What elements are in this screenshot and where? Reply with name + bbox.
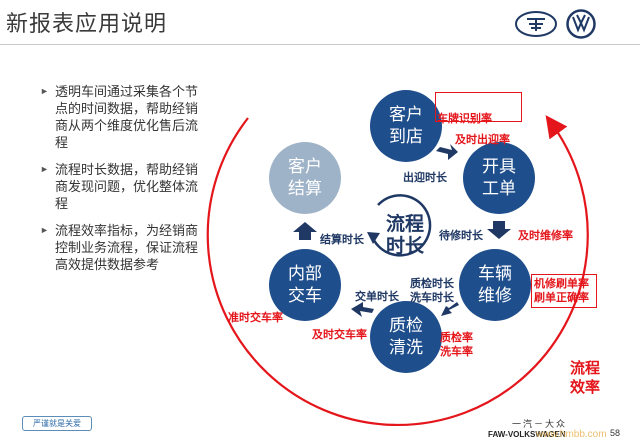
bullet-text: 流程效率指标，为经销商控制业务流程，保证流程高效提供数据参考 <box>55 223 199 272</box>
rate-text: 质检率 <box>440 332 473 344</box>
node-internal-handover-label: 内部 交车 <box>270 263 340 307</box>
faw-logo-icon <box>515 11 557 37</box>
arrow-handover-to-settlement <box>293 222 317 240</box>
bullet-list: ► 透明车间通过采集各个节点的时间数据，帮助经销商从两个维度优化售后流程 ► 流程时… <box>40 83 205 283</box>
duration-settlement: 结算时长 <box>320 234 364 246</box>
node-text: 内部 <box>288 264 322 283</box>
duration-handover: 交单时长 <box>355 291 399 303</box>
node-text: 到店 <box>389 127 423 146</box>
node-work-order <box>463 142 535 214</box>
page-title: 新报表应用说明 <box>6 11 168 36</box>
arrow-qc-to-handover <box>351 302 374 317</box>
process-efficiency-label: 流程 效率 <box>570 359 610 397</box>
page-number: 58 <box>610 428 621 438</box>
rate-plate-recognition: 车牌识别率 <box>437 113 492 125</box>
efficiency-text: 效率 <box>570 379 601 396</box>
node-text: 交车 <box>288 286 322 305</box>
node-text: 车辆 <box>478 264 512 283</box>
center-duration-label: 流程 时长 <box>379 214 431 258</box>
footer-slogan-logo: 严谨就是关爱 <box>22 416 92 431</box>
arrow-order-to-repair <box>487 221 511 239</box>
bullet-arrow-icon: ► <box>40 86 49 96</box>
vw-logo-icon <box>566 9 596 39</box>
rate-card-swipe: 机修刷单率 刷单正确率 <box>534 277 589 305</box>
bullet-item: ► 流程效率指标，为经销商控制业务流程，保证流程高效提供数据参考 <box>40 222 205 273</box>
node-vehicle-repair <box>459 249 531 321</box>
duration-text: 洗车时长 <box>410 292 454 304</box>
node-work-order-label: 开具 工单 <box>464 156 534 200</box>
cycle-arrow-icon <box>370 194 432 257</box>
node-text: 客户 <box>389 105 423 124</box>
rate-timely-repair: 及时维修率 <box>518 230 573 242</box>
footer-cn-brand: 一汽－大众 <box>512 419 568 429</box>
bullet-item: ► 透明车间通过采集各个节点的时间数据，帮助经销商从两个维度优化售后流程 <box>40 83 205 151</box>
rate-qc-wash: 质检率 洗车率 <box>440 331 473 359</box>
duration-wait-repair: 待修时长 <box>439 230 483 242</box>
title-divider <box>0 44 640 45</box>
node-vehicle-repair-label: 车辆 维修 <box>460 263 530 307</box>
rate-text: 机修刷单率 <box>534 278 589 290</box>
node-text: 结算 <box>288 179 322 198</box>
node-internal-handover <box>269 249 341 321</box>
rate-timely-handover: 及时交车率 <box>312 329 367 341</box>
rate-text: 洗车率 <box>440 346 473 358</box>
node-settlement <box>269 142 341 214</box>
node-text: 维修 <box>478 286 512 305</box>
rate-timely-greeting: 及时出迎率 <box>455 134 510 146</box>
node-reception <box>370 90 442 162</box>
efficiency-ring <box>206 115 589 427</box>
duration-text: 质检时长 <box>410 278 454 290</box>
bullet-item: ► 流程时长数据，帮助经销商发现问题，优化整体流程 <box>40 161 205 212</box>
duration-greeting: 出迎时长 <box>403 172 447 184</box>
rate-text: 刷单正确率 <box>534 292 589 304</box>
bullet-arrow-icon: ► <box>40 164 49 174</box>
node-text: 清洗 <box>389 338 423 357</box>
efficiency-text: 流程 <box>570 360 601 377</box>
arrow-repair-to-qc <box>441 302 459 316</box>
node-text: 质检 <box>389 316 423 335</box>
plate-rate-highlight-box <box>435 92 522 122</box>
footer-brand: FAW-VOLKSWAGEN <box>488 430 566 439</box>
center-text: 流程 <box>385 214 424 235</box>
arrow-reception-to-order <box>436 144 458 160</box>
node-settlement-label: 客户 结算 <box>270 156 340 200</box>
node-reception-label: 客户 到店 <box>371 104 441 148</box>
bullet-text: 透明车间通过采集各个节点的时间数据，帮助经销商从两个维度优化售后流程 <box>55 84 199 150</box>
node-text: 工单 <box>482 179 516 198</box>
bullet-arrow-icon: ► <box>40 225 49 235</box>
node-text: 开具 <box>482 157 516 176</box>
card-swipe-highlight-box <box>531 274 597 308</box>
node-text: 客户 <box>288 157 322 176</box>
footer-watermark: www.hmbb.com <box>536 429 607 440</box>
bullet-text: 流程时长数据，帮助经销商发现问题，优化整体流程 <box>55 162 199 211</box>
duration-qc-wash: 质检时长 洗车时长 <box>410 277 454 305</box>
rate-on-time-handover: 准时交车率 <box>228 312 283 324</box>
node-qc-wash-label: 质检 清洗 <box>371 315 441 359</box>
center-text: 时长 <box>385 236 424 257</box>
node-qc-wash <box>370 301 442 373</box>
